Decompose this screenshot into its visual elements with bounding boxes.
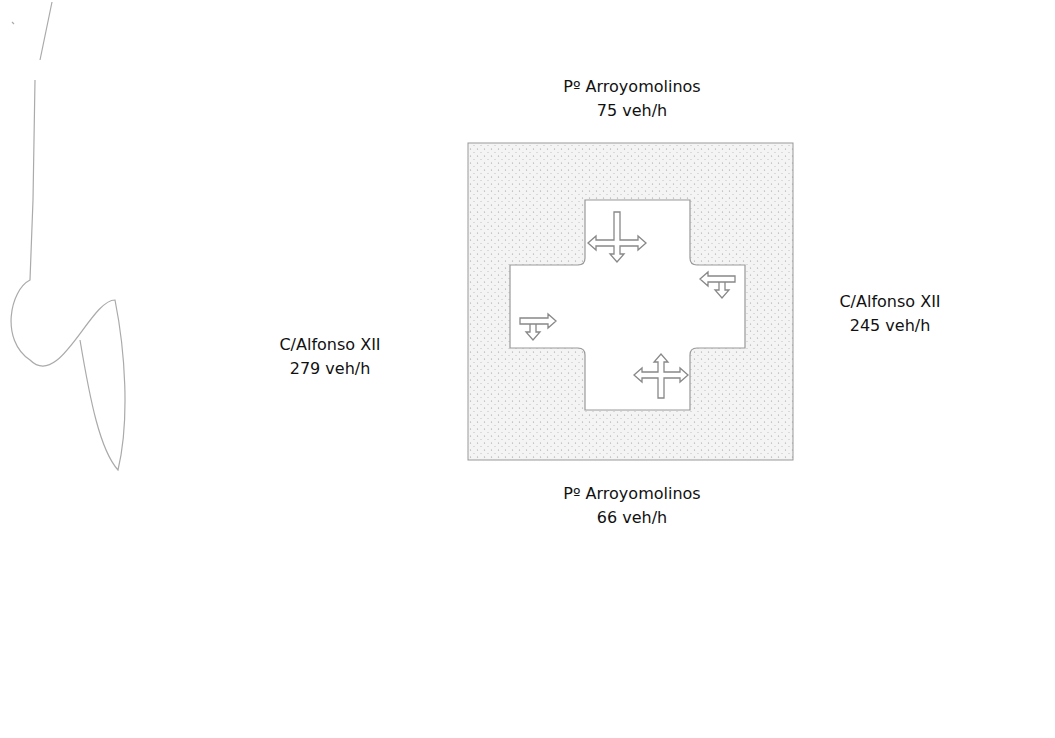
arrow	[634, 354, 688, 398]
traffic-volume: 66 veh/h	[597, 508, 667, 527]
squiggle	[11, 2, 125, 470]
pavement-square	[468, 143, 793, 460]
traffic-volume: 245 veh/h	[850, 316, 931, 335]
arrow	[520, 314, 556, 340]
lane-arrows	[520, 212, 735, 398]
arrow	[700, 272, 735, 298]
traffic-volume: 75 veh/h	[597, 101, 667, 120]
street-name: C/Alfonso XII	[839, 292, 940, 311]
arrow	[588, 212, 646, 262]
intersection-cross	[510, 200, 745, 410]
street-name: Pº Arroyomolinos	[563, 484, 700, 503]
traffic-volume: 279 veh/h	[290, 359, 371, 378]
street-name: Pº Arroyomolinos	[563, 77, 700, 96]
street-name: C/Alfonso XII	[279, 335, 380, 354]
